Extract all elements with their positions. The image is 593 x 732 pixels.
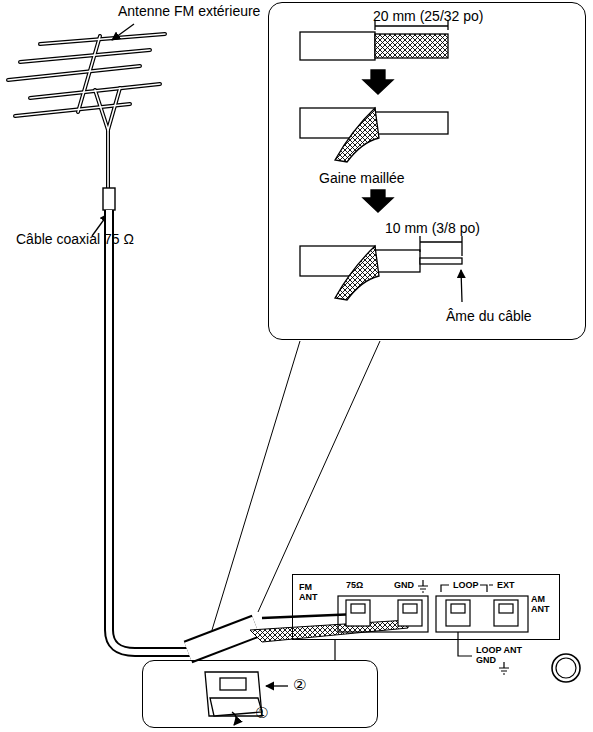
- fm-antenna: [8, 34, 165, 116]
- coaxial-cable: [109, 210, 408, 652]
- callout-number: ②: [293, 677, 306, 694]
- coaxial-cable: [262, 614, 358, 618]
- fm-antenna: [103, 188, 115, 210]
- stripping-steps: [335, 108, 379, 162]
- terminal-panel-parts: [451, 604, 465, 613]
- terminal-panel-parts: [398, 600, 422, 626]
- callout-lines: [212, 341, 380, 630]
- stripping-steps: [461, 270, 462, 302]
- terminal-panel-parts: [458, 632, 472, 656]
- step-label: 10 mm (3/8 po): [385, 221, 480, 236]
- terminal-panel-parts: [446, 600, 470, 626]
- stripping-steps: [420, 236, 462, 256]
- terminal-panel: FM ANT 75Ω GND LOOP EXT AM ANT: [292, 574, 560, 640]
- inset-box: 20 mm (25/32 po) Gaine maillée 10 mm (3/8 …: [268, 2, 586, 340]
- spring-terminal: [266, 685, 288, 686]
- spring-terminal: [205, 672, 288, 725]
- terminal-panel-parts: [499, 662, 509, 674]
- terminal-panel-parts: [338, 580, 580, 682]
- terminal-panel-parts: [338, 596, 428, 632]
- coaxial-cable: [250, 620, 408, 642]
- terminal-label: 75Ω: [346, 581, 363, 591]
- stripping-steps: [363, 70, 393, 94]
- coaxial-cable: [109, 210, 190, 652]
- fm-antenna: [8, 34, 165, 188]
- inset-box: ②①: [142, 660, 378, 728]
- fm-antenna: [107, 130, 109, 188]
- terminal-panel-parts: [403, 604, 417, 613]
- terminal-panel-parts: [494, 600, 518, 626]
- stripping-steps: [420, 258, 462, 264]
- fm-antenna: [95, 88, 120, 130]
- stripping-steps: [300, 32, 375, 60]
- spring-terminal: [220, 678, 246, 690]
- terminal-panel-parts: [418, 580, 428, 592]
- fm-antenna: [78, 36, 100, 112]
- coaxial-cable: [188, 626, 256, 652]
- terminal-panel-parts: [552, 654, 580, 682]
- terminal-panel-parts: [556, 658, 576, 678]
- spring-terminal: [210, 698, 262, 716]
- stripping-steps: [335, 246, 379, 300]
- terminal-panel-parts: [499, 604, 513, 613]
- terminal-label: AM ANT: [531, 595, 555, 615]
- fm-antenna: [106, 130, 110, 188]
- terminal-label: LOOP: [453, 581, 479, 591]
- terminal-label: LOOP ANT GND: [476, 646, 526, 666]
- fm-antenna: [95, 88, 120, 130]
- part-label: Câble coaxial 75 Ω: [16, 232, 134, 247]
- terminal-label: FM ANT: [299, 583, 325, 603]
- callout-lines: [212, 341, 380, 630]
- stripping-steps: [363, 190, 393, 212]
- terminal-panel-parts: [351, 604, 365, 613]
- spring-terminal: [205, 672, 262, 716]
- stripping-steps: [300, 20, 462, 302]
- terminal-label: GND: [394, 581, 414, 591]
- fm-antenna: [8, 34, 165, 116]
- terminal-panel-parts: [346, 600, 370, 626]
- coaxial-cable: [109, 210, 190, 652]
- step-label: 20 mm (25/32 po): [373, 9, 484, 24]
- fm-antenna: [8, 34, 165, 210]
- leader-line: [334, 640, 335, 660]
- leader-arrows: [92, 24, 134, 236]
- fm-antenna: [8, 34, 165, 188]
- stripping-steps: [375, 250, 420, 272]
- spring-terminal: [232, 712, 237, 725]
- stripping-steps: [375, 112, 448, 134]
- part-label: Antenne FM extérieure: [118, 4, 260, 19]
- step-label: Gaine maillée: [319, 171, 405, 186]
- terminal-panel-parts: [436, 596, 528, 632]
- terminal-label: EXT: [497, 581, 515, 591]
- leader-arrows: [112, 24, 134, 40]
- callout-number: ①: [255, 705, 268, 722]
- coaxial-cable: [188, 626, 256, 652]
- stripping-steps: [375, 34, 448, 58]
- step-label: Âme du câble: [446, 309, 532, 324]
